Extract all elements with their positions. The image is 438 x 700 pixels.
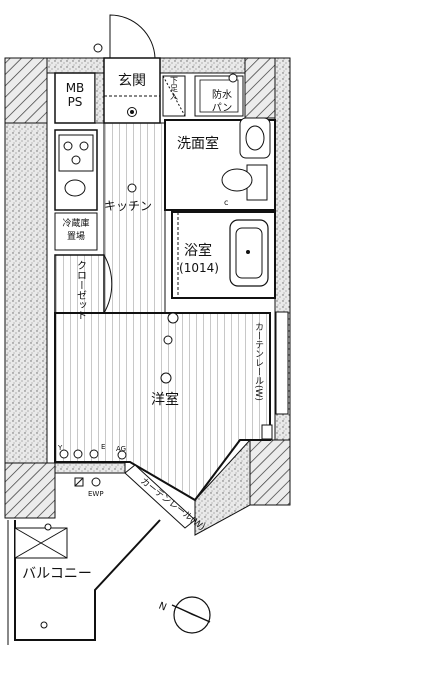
waterproof-pan-label-2: パン bbox=[212, 102, 233, 114]
fridge-space: 冷蔵庫 置場 bbox=[54, 212, 98, 251]
waterproof-pan-label-1: 防水 bbox=[212, 88, 232, 101]
kitchen-label: キッチン bbox=[104, 199, 152, 213]
north-label: N bbox=[157, 601, 168, 614]
fixture-ag-label: AG bbox=[116, 445, 126, 453]
curtain-rail-right-label: カーテンレール(W) bbox=[253, 322, 264, 401]
washroom-label: 洗面室 bbox=[177, 135, 219, 152]
washroom-room: 洗面室 c bbox=[164, 117, 276, 211]
closet-room: クローゼット bbox=[54, 254, 113, 320]
fixture-y-label: Y bbox=[57, 444, 63, 452]
entrance-label: 玄関 bbox=[118, 72, 146, 89]
kitchen-area: キッチン bbox=[54, 122, 166, 314]
waterproof-pan: 防水 パン bbox=[194, 73, 244, 117]
fridge-label-1: 冷蔵庫 bbox=[62, 217, 89, 229]
fixture-c-label: c bbox=[224, 198, 228, 207]
western-room-label: 洋室 bbox=[151, 391, 179, 408]
mbps-room: MB PS bbox=[54, 72, 105, 124]
bath-size-label: (1014) bbox=[179, 261, 219, 275]
balcony-label: バルコニー bbox=[22, 566, 92, 582]
western-room: 洋室 カーテンレール(W) bbox=[54, 311, 289, 502]
bathroom-room: 浴室 (1014) bbox=[171, 211, 276, 299]
mbps-label-1: MB bbox=[66, 81, 85, 95]
mbps-label-2: PS bbox=[68, 95, 83, 109]
shoe-cabinet-label: 下足入 bbox=[170, 76, 179, 100]
fixtures-strip: Y AG E bbox=[57, 443, 127, 460]
bathroom-label: 浴室 bbox=[184, 242, 212, 259]
north-arrow: N bbox=[157, 596, 211, 634]
fixture-e-label: E bbox=[101, 443, 105, 451]
ewp-label: EWP bbox=[88, 490, 104, 498]
fridge-label-2: 置場 bbox=[67, 230, 85, 242]
entrance-area: 玄関 下足入 bbox=[93, 14, 186, 124]
closet-label: クローゼット bbox=[75, 260, 87, 320]
balcony-area: バルコニー EWP bbox=[7, 477, 161, 645]
